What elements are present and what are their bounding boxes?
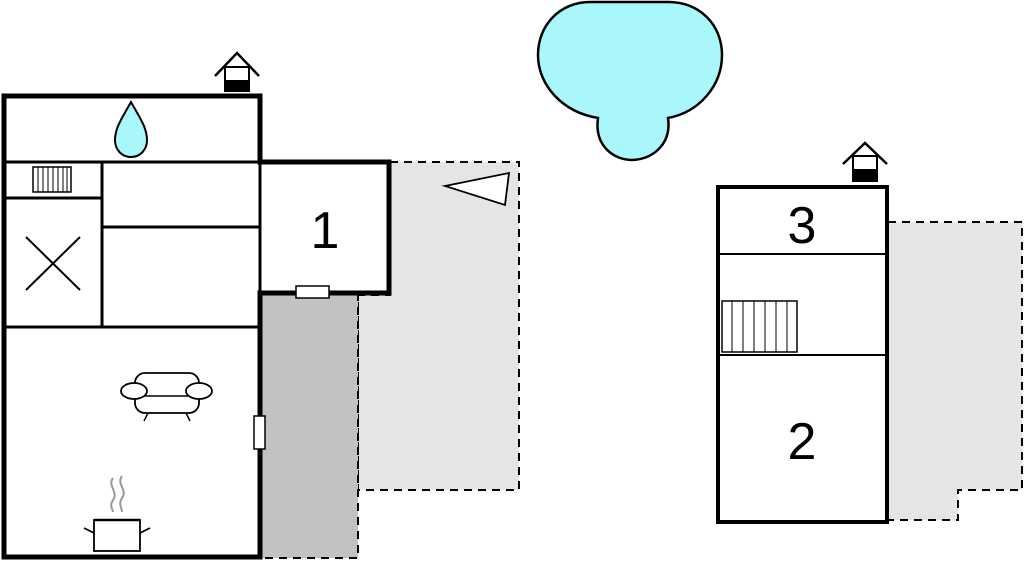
room-label-3: 3	[788, 197, 817, 255]
pool-icon	[536, 0, 724, 162]
house-marker-icon	[214, 51, 260, 92]
covered-terrace	[260, 291, 359, 559]
water-drop-icon	[113, 99, 149, 159]
cross-icon	[25, 236, 81, 291]
cooking-pot-icon	[83, 475, 151, 552]
radiator-icon	[32, 166, 72, 193]
terrace-direction-icon	[441, 171, 511, 207]
main-house	[1, 93, 392, 560]
sofa-icon	[120, 372, 213, 422]
stairs-icon	[721, 300, 798, 353]
house-marker-icon	[842, 141, 888, 182]
annex-building	[716, 185, 889, 524]
room-label-2: 2	[788, 413, 817, 471]
room-label-1: 1	[311, 202, 340, 260]
terrace-right	[887, 221, 1023, 521]
